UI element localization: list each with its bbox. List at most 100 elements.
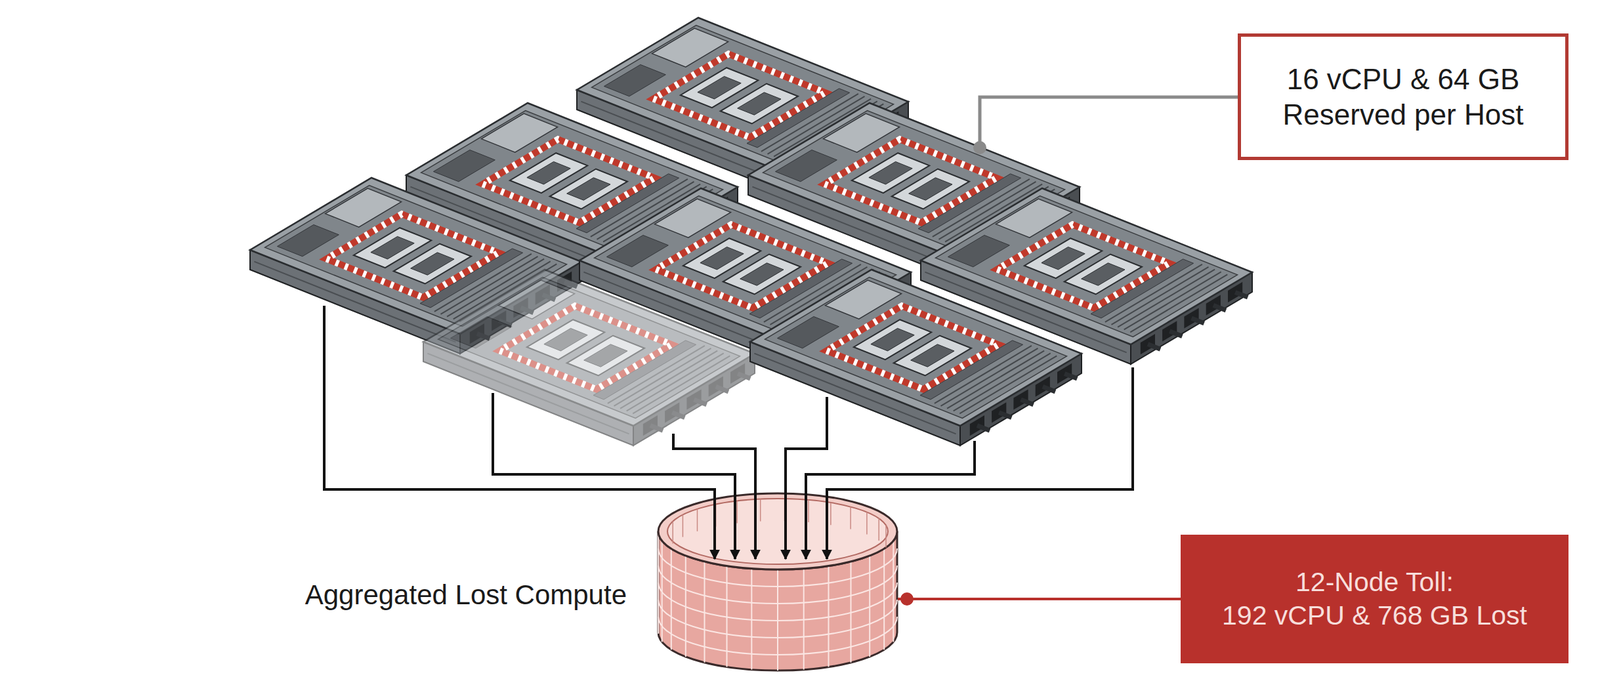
cylinder-inner-wall xyxy=(807,500,810,523)
component xyxy=(276,225,339,257)
connector-tab xyxy=(672,412,685,419)
cylinder-inner-wall xyxy=(849,507,852,530)
fan-rib xyxy=(947,351,1045,409)
wires xyxy=(324,305,1133,560)
cpu-chip xyxy=(870,328,915,352)
connector-tab xyxy=(977,425,990,432)
cylinder-grid xyxy=(685,555,687,657)
cylinder-inner-wall xyxy=(866,512,868,535)
component xyxy=(947,235,1010,268)
fan-rib xyxy=(1130,274,1228,333)
cylinder-grid xyxy=(704,561,706,663)
cylinder-grid xyxy=(868,555,871,657)
connector-tab xyxy=(1235,292,1248,298)
cpu-chip xyxy=(910,344,955,367)
cylinder-grid xyxy=(803,568,805,671)
fan-rib xyxy=(1117,269,1215,328)
connector-tab xyxy=(715,386,729,392)
fan-rib xyxy=(959,355,1057,414)
reserved-zone xyxy=(326,213,499,298)
server-blade xyxy=(423,269,755,446)
component xyxy=(777,316,839,349)
cpu-chip xyxy=(740,263,784,286)
cpu-chip xyxy=(410,252,455,275)
cylinder-grid xyxy=(777,569,779,671)
cpu-chip xyxy=(526,161,571,185)
component xyxy=(433,150,495,182)
cylinder-inner-wall xyxy=(682,515,684,538)
box-text: 16 vCPU & 64 GB Reserved per Host xyxy=(1254,61,1553,132)
callout-leader xyxy=(973,97,1238,155)
cpu-socket xyxy=(893,336,972,377)
reserved-hatch xyxy=(656,224,829,308)
connector-tab xyxy=(1213,305,1226,311)
cpu-socket xyxy=(549,169,628,210)
cpu-chip xyxy=(1041,246,1085,270)
connector-tab xyxy=(1169,331,1182,337)
leader-dot xyxy=(973,141,987,155)
box-text: Aggregated Lost Compute xyxy=(305,579,627,611)
connector-dot xyxy=(900,592,914,606)
cpu-chip xyxy=(567,177,611,201)
leader-line xyxy=(979,97,1238,148)
connector-tab xyxy=(1147,344,1161,350)
connector-tab xyxy=(998,412,1012,419)
cpu-chip xyxy=(544,328,588,352)
reserved-zone xyxy=(653,53,826,138)
fan-rib xyxy=(632,355,730,414)
connector-tab xyxy=(1042,386,1056,392)
connector-tab xyxy=(1021,399,1034,405)
cpu-chip xyxy=(700,246,744,270)
connector-tab xyxy=(694,399,707,405)
blade-top xyxy=(250,177,582,335)
lost-compute-cylinder xyxy=(658,493,898,671)
reserved-zone xyxy=(824,139,997,223)
cpu-socket xyxy=(891,169,970,210)
fan-rib xyxy=(620,351,718,409)
callout-box: 16 vCPU & 64 GB Reserved per Host xyxy=(1237,33,1569,161)
cpu-chip xyxy=(584,344,628,367)
compute-wire xyxy=(492,393,736,560)
component xyxy=(606,235,669,268)
cylinder-inner-wall xyxy=(885,525,887,548)
blade-tray xyxy=(438,277,741,419)
reserved-hatch xyxy=(997,224,1170,308)
cylinder-inner-wall xyxy=(878,518,880,541)
cylinder-grid xyxy=(670,548,673,650)
cpu-chip xyxy=(908,177,953,201)
compute-wire xyxy=(324,305,715,560)
reserved-zone xyxy=(656,224,829,308)
connector-tab xyxy=(1191,318,1205,324)
compute-wire xyxy=(673,433,756,560)
cylinder-grid xyxy=(850,561,852,663)
cylinder-grid xyxy=(892,540,894,642)
component xyxy=(775,150,837,182)
connector-tab xyxy=(1064,373,1077,379)
compute-wire xyxy=(826,367,1133,560)
cylinder-inner-wall xyxy=(830,502,832,526)
server-blade xyxy=(750,269,1082,446)
component xyxy=(450,316,512,349)
cylinder-grid xyxy=(661,540,663,642)
compute-wire xyxy=(805,441,975,560)
cpu-chip xyxy=(1081,263,1125,286)
reserved-hatch xyxy=(326,213,499,298)
connector-tab xyxy=(650,425,663,432)
cylinder-opening xyxy=(667,498,888,565)
cylinder-grid xyxy=(750,568,753,671)
reserved-hatch xyxy=(826,305,999,390)
reserved-hatch xyxy=(824,139,997,223)
cylinder-inner-wall xyxy=(696,509,699,532)
blade-top xyxy=(423,269,755,426)
cpu-chip xyxy=(868,161,913,185)
reserved-zone xyxy=(483,139,655,223)
lost-compute-pool: Aggregated Lost Compute xyxy=(658,493,898,671)
reserved-zone xyxy=(997,224,1170,308)
cpu-chip xyxy=(737,92,781,115)
connector-line xyxy=(897,597,1181,601)
cpu-socket xyxy=(393,244,472,285)
cylinder-inner-wall xyxy=(759,499,762,522)
box-text: 12-Node Toll: 192 vCPU & 768 GB Lost xyxy=(1221,565,1528,634)
cpu-socket xyxy=(567,336,645,377)
cpu-socket xyxy=(720,84,799,125)
